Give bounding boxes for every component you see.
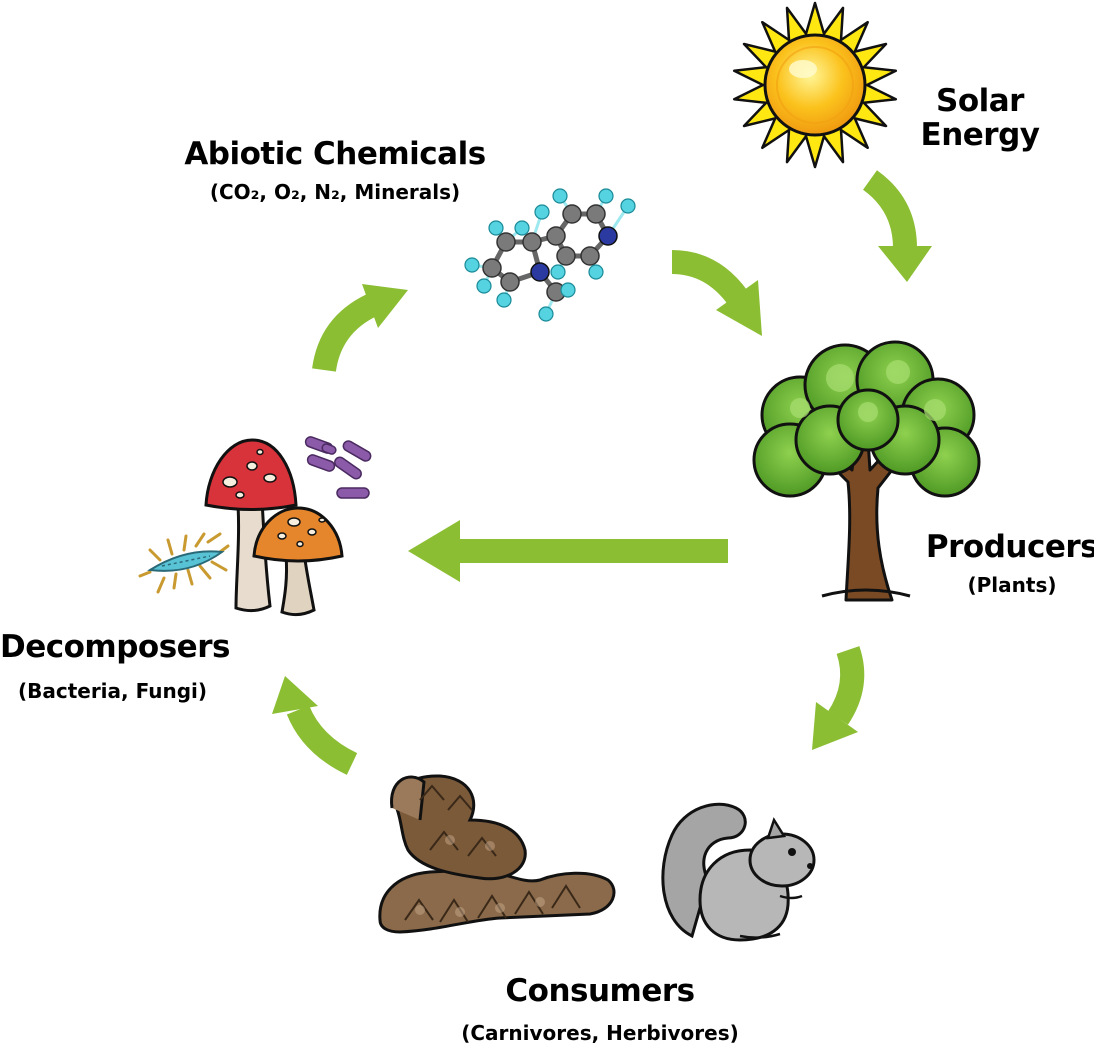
solar-energy-title-line1: Solar [936,83,1024,119]
producers-label: Producers (Plants) [912,528,1094,598]
sun-icon [732,1,898,169]
arrow-abiotic-to-producers [671,250,762,336]
decomposers-title: Decomposers [0,629,230,665]
arrow-producers-to-decomposers [408,520,728,582]
bacteria-icon [304,436,372,499]
arrow-decomposers-to-abiotic [312,284,408,373]
abiotic-chemicals-subtitle: (CO₂, O₂, N₂, Minerals) [209,180,461,204]
tree-icon [752,340,981,602]
consumers-title: Consumers [505,973,695,1009]
decomposers-label: Decomposers (Bacteria, Fungi) [0,628,230,704]
bug-icon [138,532,230,594]
molecule-icon [462,182,642,327]
arrow-producers-to-consumers [812,646,865,750]
solar-energy-title-line2: Energy [920,117,1040,153]
abiotic-chemicals-title: Abiotic Chemicals [184,136,486,172]
consumers-subtitle: (Carnivores, Herbivores) [461,1021,739,1045]
consumers-label: Consumers (Carnivores, Herbivores) [400,972,800,1046]
snake-icon [378,774,616,934]
producers-title: Producers [925,529,1094,565]
squirrel-icon [661,802,816,942]
decomposers-subtitle: (Bacteria, Fungi) [17,679,208,703]
solar-energy-label: Solar Energy [900,82,1060,154]
abiotic-chemicals-label: Abiotic Chemicals (CO₂, O₂, N₂, Minerals… [160,135,510,205]
arrow-solar-to-producers [862,170,932,282]
mushroom-icon [204,438,344,617]
producers-subtitle: (Plants) [967,573,1057,597]
arrow-consumers-to-decomposers [272,676,358,775]
